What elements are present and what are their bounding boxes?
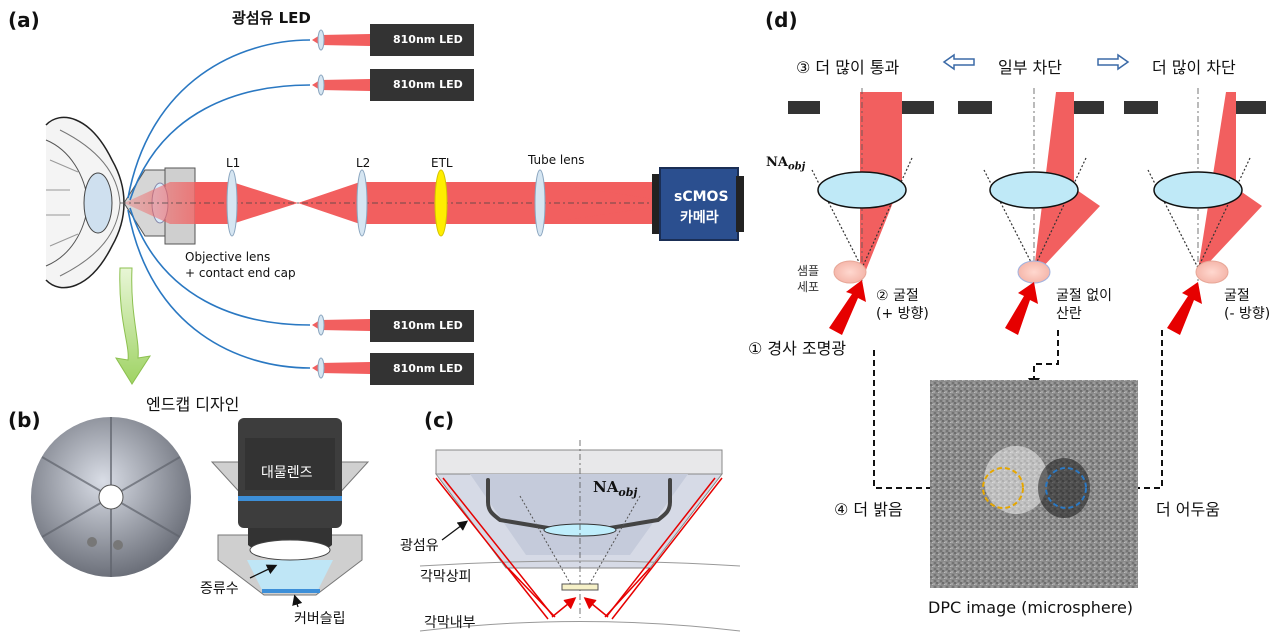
na-label-c: NAobj: [593, 478, 638, 499]
endcap-design-label: 엔드캡 디자인: [146, 395, 240, 414]
na-cones: [811, 157, 1251, 269]
panel-label-a: (a): [8, 8, 40, 32]
coverslip-arrow: [292, 594, 303, 608]
led-label-3: 810nm LED: [393, 319, 463, 332]
dpc-lens-2: [989, 171, 1079, 209]
objective-body-label: 대물렌즈: [261, 465, 313, 481]
sample-cell-3: [1195, 260, 1229, 284]
sample-cell-1: [833, 260, 867, 284]
dpc-top-mid-label: 일부 차단: [998, 58, 1062, 77]
refraction-plus-line1: ② 굴절: [876, 288, 919, 304]
camera-body: [652, 167, 744, 241]
lens-l2: [356, 169, 368, 237]
sample-label-line1: 샘플: [797, 264, 820, 278]
brighter-label: ④ 더 밝음: [834, 500, 903, 519]
green-down-arrow: [114, 267, 152, 385]
refraction-minus-line2: (- 방향): [1224, 306, 1271, 322]
objective-schematic: [210, 418, 370, 596]
aperture-stops: [788, 101, 1266, 114]
no-refraction-line1: 굴절 없이: [1056, 288, 1112, 304]
refraction-minus-line1: 굴절: [1224, 288, 1250, 304]
sample-label-line2: 세포: [797, 280, 820, 294]
oblique-light-label: ① 경사 조명광: [748, 339, 847, 358]
panel-label-d: (d): [765, 8, 798, 32]
dpc-lens-3: [1153, 171, 1243, 209]
dpc-image: [930, 380, 1138, 588]
no-refraction-line2: 산란: [1056, 306, 1082, 322]
endcap-photo: [31, 417, 191, 577]
lens-l1: [226, 169, 238, 237]
led-label-4: 810nm LED: [393, 362, 463, 375]
contact-cap-schematic: [419, 440, 741, 632]
refraction-plus-line2: (+ 방향): [876, 306, 929, 322]
fiber-pointer-arrow: [441, 520, 469, 541]
dpc-caption: DPC image (microsphere): [928, 598, 1134, 617]
objective-label-line1: Objective lens: [185, 250, 271, 264]
panel-label-b: (b): [8, 408, 41, 432]
fiber-led-title: 광섬유 LED: [232, 9, 311, 27]
oblique-light-arrows: [829, 280, 1202, 335]
camera-label-line1: sCMOS: [674, 189, 729, 205]
inner-cornea-label: 각막내부: [424, 615, 476, 631]
dpc-top-left-label: ③ 더 많이 통과: [796, 58, 900, 77]
water-label: 증류수: [200, 581, 239, 597]
camera-label-line2: 카메라: [680, 210, 719, 226]
darker-label: 더 어두움: [1156, 500, 1220, 519]
lens-etl: [434, 169, 448, 237]
lens-label-tube: Tube lens: [528, 153, 585, 167]
led-label-2: 810nm LED: [393, 78, 463, 91]
dpc-lens-1: [817, 171, 907, 209]
sample-cell-2: [1017, 260, 1051, 284]
lens-tube: [534, 169, 546, 237]
dpc-top-right-label: 더 많이 차단: [1152, 58, 1236, 77]
coverslip-label: 커버슬립: [294, 611, 346, 627]
main-beam: [120, 182, 665, 224]
panel-label-c: (c): [424, 408, 455, 432]
fiber-label-c: 광섬유: [400, 538, 439, 554]
lens-label-l2: L2: [356, 156, 371, 170]
na-label-d: NAobj: [766, 155, 806, 173]
eye-illustration: [45, 116, 125, 289]
hollow-arrow-left: [942, 53, 975, 71]
objective-label-line2: + contact end cap: [185, 266, 296, 280]
water-arrow: [249, 564, 278, 579]
epithelium-label: 각막상피: [420, 569, 472, 585]
fiber-led-group: [127, 24, 474, 385]
led-label-1: 810nm LED: [393, 33, 463, 46]
lens-label-l1: L1: [226, 156, 241, 170]
hollow-arrow-right: [1097, 53, 1130, 71]
lens-label-etl: ETL: [431, 156, 453, 170]
